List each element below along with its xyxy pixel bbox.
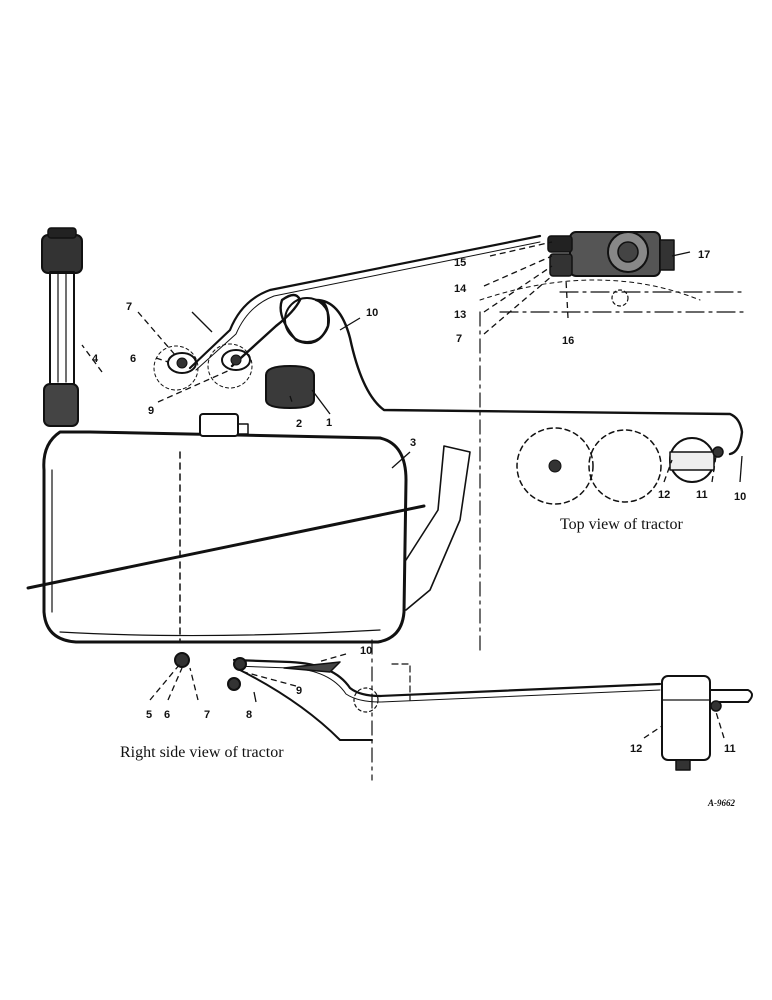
callout-7: 7 xyxy=(126,301,132,313)
fuel-filter xyxy=(661,675,753,771)
side-view-caption: Right side view of tractor xyxy=(120,744,284,761)
carburetor xyxy=(547,231,675,277)
callout-3: 3 xyxy=(410,437,416,449)
callout-11: 11 xyxy=(696,489,708,501)
top-view-caption: Top view of tractor xyxy=(560,516,683,533)
callout-5: 5 xyxy=(146,709,152,721)
callout-10: 10 xyxy=(366,307,378,319)
callout-9: 9 xyxy=(148,405,154,417)
sight-gauge xyxy=(41,227,83,427)
callout-12: 12 xyxy=(658,489,670,501)
callout-17: 17 xyxy=(698,249,710,261)
callout-16: 16 xyxy=(562,335,574,347)
callout-8: 8 xyxy=(246,709,252,721)
callout-4: 4 xyxy=(92,353,99,365)
callout-6: 6 xyxy=(164,709,170,721)
callout-12: 12 xyxy=(630,743,642,755)
callout-15: 15 xyxy=(454,257,466,269)
callout-11: 11 xyxy=(724,743,736,755)
callout-1: 1 xyxy=(326,417,332,429)
callout-6: 6 xyxy=(130,353,136,365)
tank-cap xyxy=(265,365,315,409)
plate-number: A-9662 xyxy=(708,798,735,808)
callout-14: 14 xyxy=(454,283,467,295)
callout-7: 7 xyxy=(456,333,462,345)
callout-10: 10 xyxy=(360,645,372,657)
callout-9: 9 xyxy=(296,685,302,697)
callout-13: 13 xyxy=(454,309,466,321)
callout-7: 7 xyxy=(204,709,210,721)
fuel-tank xyxy=(42,413,408,644)
callout-2: 2 xyxy=(296,418,302,430)
callout-10: 10 xyxy=(734,491,746,503)
